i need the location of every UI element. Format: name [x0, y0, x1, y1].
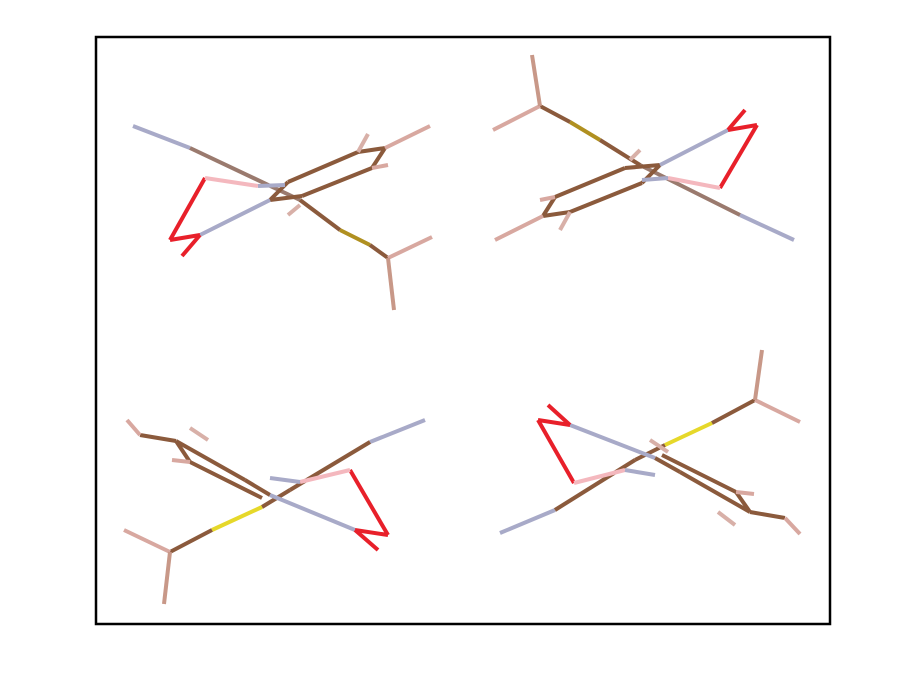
molecule-2[interactable] [492, 54, 795, 242]
molecule-1[interactable] [132, 124, 433, 311]
viewer-frame [94, 35, 832, 626]
molecule-3[interactable] [123, 418, 426, 605]
molecule-4[interactable] [499, 349, 802, 536]
